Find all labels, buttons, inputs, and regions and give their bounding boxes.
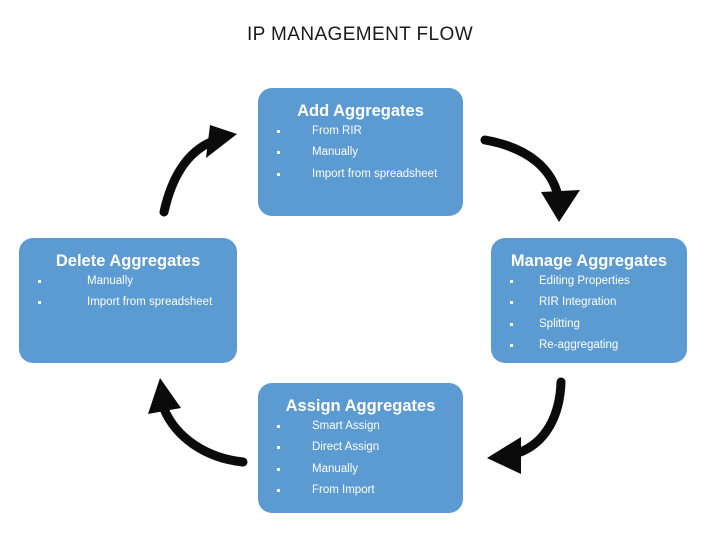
node-list-delete: Manually Import from spreadsheet [19, 274, 237, 309]
list-item: Smart Assign [268, 419, 457, 433]
list-item: Import from spreadsheet [268, 167, 457, 181]
node-assign-aggregates[interactable]: Assign Aggregates Smart Assign Direct As… [258, 383, 463, 513]
list-item: Splitting [501, 317, 681, 331]
bullet-icon [510, 322, 513, 326]
list-item: Direct Assign [268, 442, 457, 454]
node-title-add: Add Aggregates [297, 102, 424, 120]
list-item-label: Manually [312, 462, 359, 475]
bullet-icon [277, 489, 280, 493]
bullet-icon [510, 301, 513, 305]
node-title-delete: Delete Aggregates [55, 252, 201, 270]
arrow-manage-to-assign [487, 377, 566, 474]
list-item: Manually [29, 274, 231, 288]
node-list-assign: Smart Assign Direct Assign Manually From… [258, 419, 463, 497]
arrow-delete-to-add [159, 125, 237, 217]
node-add-aggregates[interactable]: Add Aggregates From RIR Manually Import … [258, 88, 463, 216]
list-item-label: Manually [87, 274, 134, 287]
list-item-label: Manually [312, 146, 359, 159]
list-item-label: RIR Integration [539, 296, 617, 309]
node-title-manage: Manage Aggregates [510, 252, 668, 270]
list-item-label: From Import [312, 484, 375, 497]
bullet-icon [277, 129, 280, 133]
node-list-manage: Editing Properties RIR Integration Split… [491, 274, 687, 352]
list-item-label: Re-aggregating [539, 339, 619, 352]
arrow-assign-to-delete [148, 378, 248, 467]
list-item: From RIR [268, 124, 457, 138]
list-item-label: From RIR [312, 124, 362, 137]
node-title-assign: Assign Aggregates [285, 397, 436, 415]
list-item: Manually [268, 462, 457, 476]
bullet-icon [277, 151, 280, 155]
node-delete-aggregates[interactable]: Delete Aggregates Manually Import from s… [19, 238, 237, 363]
bullet-icon [277, 467, 280, 471]
bullet-icon [38, 301, 41, 305]
node-list-add: From RIR Manually Import from spreadshee… [258, 124, 463, 181]
bullet-icon [277, 446, 280, 450]
list-item: RIR Integration [501, 297, 681, 309]
list-item-label: Editing Properties [539, 274, 630, 287]
bullet-icon [510, 344, 513, 348]
list-item: From Import [268, 485, 457, 497]
list-item: Import from spreadsheet [29, 297, 231, 309]
node-manage-aggregates[interactable]: Manage Aggregates Editing Properties RIR… [491, 238, 687, 363]
bullet-icon [277, 172, 280, 176]
bullet-icon [510, 279, 513, 283]
arrow-add-to-manage [480, 135, 580, 222]
list-item: Re-aggregating [501, 340, 681, 352]
list-item-label: Direct Assign [312, 441, 380, 454]
list-item-label: Smart Assign [312, 419, 380, 432]
bullet-icon [277, 424, 280, 428]
list-item-label: Import from spreadsheet [312, 167, 438, 180]
list-item: Editing Properties [501, 274, 681, 288]
bullet-icon [38, 279, 41, 283]
page-title: IP MANAGEMENT FLOW [246, 24, 474, 45]
list-item: Manually [268, 147, 457, 159]
list-item-label: Splitting [539, 317, 580, 330]
list-item-label: Import from spreadsheet [87, 296, 213, 309]
